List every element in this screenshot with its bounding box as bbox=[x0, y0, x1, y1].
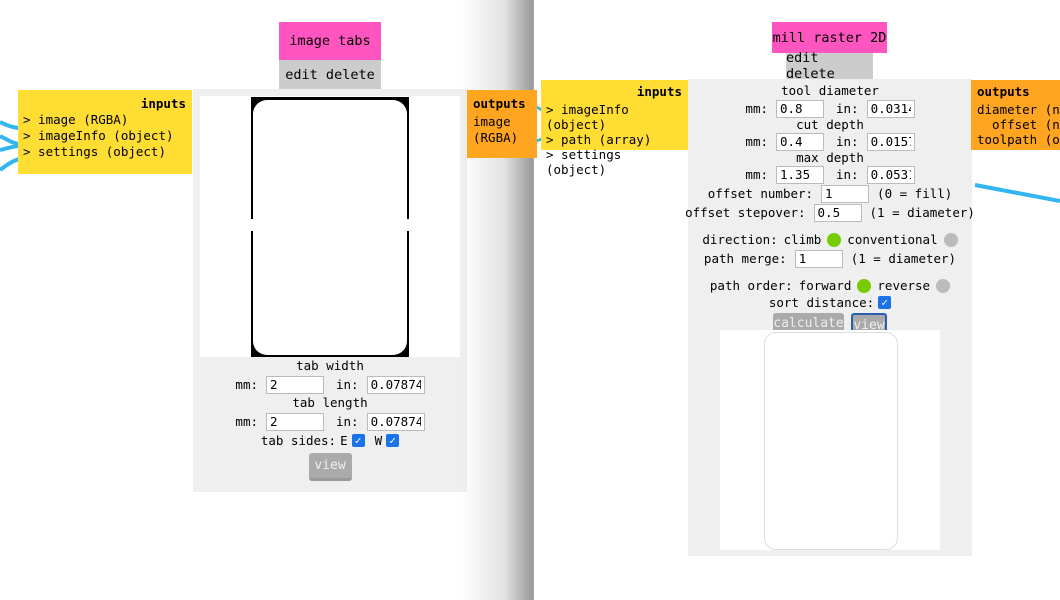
tab-length-mm-input[interactable] bbox=[266, 412, 324, 431]
mm-label: mm: bbox=[745, 167, 768, 182]
mm-label: mm: bbox=[235, 414, 258, 429]
mm-label: mm: bbox=[745, 101, 768, 116]
reverse-label: reverse bbox=[877, 278, 931, 293]
tab-side-e-checkbox[interactable]: ✓ bbox=[351, 434, 365, 447]
inputs-header: inputs bbox=[140, 96, 186, 111]
climb-label: climb bbox=[783, 232, 822, 247]
max-depth-label: max depth bbox=[796, 150, 864, 165]
output-port[interactable]: diameter (number) bbox=[977, 102, 1060, 117]
tab-sides-label: tab sides: bbox=[260, 433, 337, 448]
tab-side-w-checkbox[interactable]: ✓ bbox=[386, 434, 400, 447]
offset-stepover-input[interactable] bbox=[813, 203, 862, 222]
path-merge-label: path merge: bbox=[703, 251, 787, 266]
sort-distance-label: sort distance: bbox=[768, 295, 875, 310]
in-label: in: bbox=[836, 101, 859, 116]
reverse-radio[interactable] bbox=[936, 278, 951, 293]
offset-number-hint: (0 = fill) bbox=[877, 186, 953, 201]
input-port[interactable]: > settings (object) bbox=[546, 147, 622, 177]
path-order-label: path order: bbox=[709, 278, 793, 293]
output-port[interactable]: offset (number) bbox=[992, 117, 1060, 132]
outputs-header: outputs bbox=[977, 84, 1030, 99]
input-port[interactable]: > path (array) bbox=[546, 132, 652, 147]
direction-label: direction: bbox=[702, 232, 778, 247]
offset-number-input[interactable] bbox=[821, 184, 870, 203]
edit-delete-button[interactable]: edit delete bbox=[279, 60, 381, 89]
outputs-panel: outputs image (RGBA) bbox=[467, 90, 537, 158]
climb-radio[interactable] bbox=[827, 232, 842, 247]
node-title[interactable]: image tabs bbox=[279, 22, 381, 60]
node-title[interactable]: mill raster 2D bbox=[772, 22, 887, 53]
outputs-header: outputs bbox=[473, 96, 526, 111]
in-label: in: bbox=[336, 377, 359, 392]
tab-gap bbox=[251, 219, 254, 231]
conventional-label: conventional bbox=[847, 232, 938, 247]
image-shape bbox=[253, 100, 407, 355]
wire bbox=[0, 134, 21, 146]
wire bbox=[974, 183, 1060, 203]
input-port[interactable]: > settings (object) bbox=[23, 144, 166, 159]
forward-label: forward bbox=[798, 278, 852, 293]
inputs-panel: inputs > image (RGBA) > imageInfo (objec… bbox=[18, 90, 192, 174]
view-button[interactable]: view bbox=[308, 453, 352, 481]
node-panel: tool diameter mm: in: cut depth mm: in: ma… bbox=[685, 79, 975, 556]
tab-gap bbox=[406, 219, 409, 231]
wire bbox=[0, 144, 21, 152]
cut-depth-in-input[interactable] bbox=[866, 132, 915, 151]
toolpath-outline bbox=[764, 332, 898, 550]
cut-depth-label: cut depth bbox=[796, 117, 864, 132]
tab-width-mm-input[interactable] bbox=[266, 375, 324, 394]
wire bbox=[0, 157, 21, 172]
outputs-panel: outputs diameter (number) offset (number… bbox=[971, 80, 1060, 150]
in-label: in: bbox=[336, 414, 359, 429]
forward-radio[interactable] bbox=[857, 278, 872, 293]
tab-side-w-label: W bbox=[374, 433, 383, 448]
tool-diameter-in-input[interactable] bbox=[866, 99, 915, 118]
offset-number-label: offset number: bbox=[707, 186, 814, 201]
tab-length-label: tab length bbox=[292, 395, 368, 410]
sort-distance-checkbox[interactable]: ✓ bbox=[878, 296, 892, 309]
offset-stepover-hint: (1 = diameter) bbox=[869, 205, 975, 220]
input-port[interactable]: > imageInfo (object) bbox=[546, 102, 629, 132]
path-merge-input[interactable] bbox=[794, 249, 843, 268]
toolpath-preview bbox=[720, 330, 940, 550]
path-merge-hint: (1 = diameter) bbox=[850, 251, 957, 266]
input-port[interactable]: > imageInfo (object) bbox=[23, 128, 174, 143]
in-label: in: bbox=[836, 134, 859, 149]
wire bbox=[0, 120, 21, 130]
conventional-radio[interactable] bbox=[943, 232, 958, 247]
node-panel: tab width mm: in: tab length mm: in: tab s… bbox=[193, 89, 467, 492]
image-border bbox=[251, 97, 409, 357]
tab-width-in-input[interactable] bbox=[366, 375, 425, 394]
output-port[interactable]: image (RGBA) bbox=[473, 114, 519, 145]
tool-diameter-label: tool diameter bbox=[781, 83, 879, 98]
cut-depth-mm-input[interactable] bbox=[776, 132, 824, 151]
input-port[interactable]: > image (RGBA) bbox=[23, 112, 129, 127]
mm-label: mm: bbox=[745, 134, 768, 149]
edit-delete-button[interactable]: edit delete bbox=[786, 50, 873, 82]
image-preview bbox=[200, 96, 460, 357]
tab-length-in-input[interactable] bbox=[366, 412, 425, 431]
tab-width-label: tab width bbox=[296, 358, 364, 373]
tool-diameter-mm-input[interactable] bbox=[776, 99, 824, 118]
in-label: in: bbox=[836, 167, 859, 182]
max-depth-mm-input[interactable] bbox=[776, 165, 824, 184]
tab-side-e-label: E bbox=[340, 433, 348, 448]
offset-stepover-label: offset stepover: bbox=[685, 205, 806, 220]
mm-label: mm: bbox=[235, 377, 258, 392]
output-port[interactable]: toolpath (object) bbox=[977, 132, 1060, 147]
max-depth-in-input[interactable] bbox=[866, 165, 915, 184]
inputs-panel: inputs > imageInfo (object) > path (arra… bbox=[541, 80, 688, 177]
inputs-header: inputs bbox=[636, 84, 682, 99]
